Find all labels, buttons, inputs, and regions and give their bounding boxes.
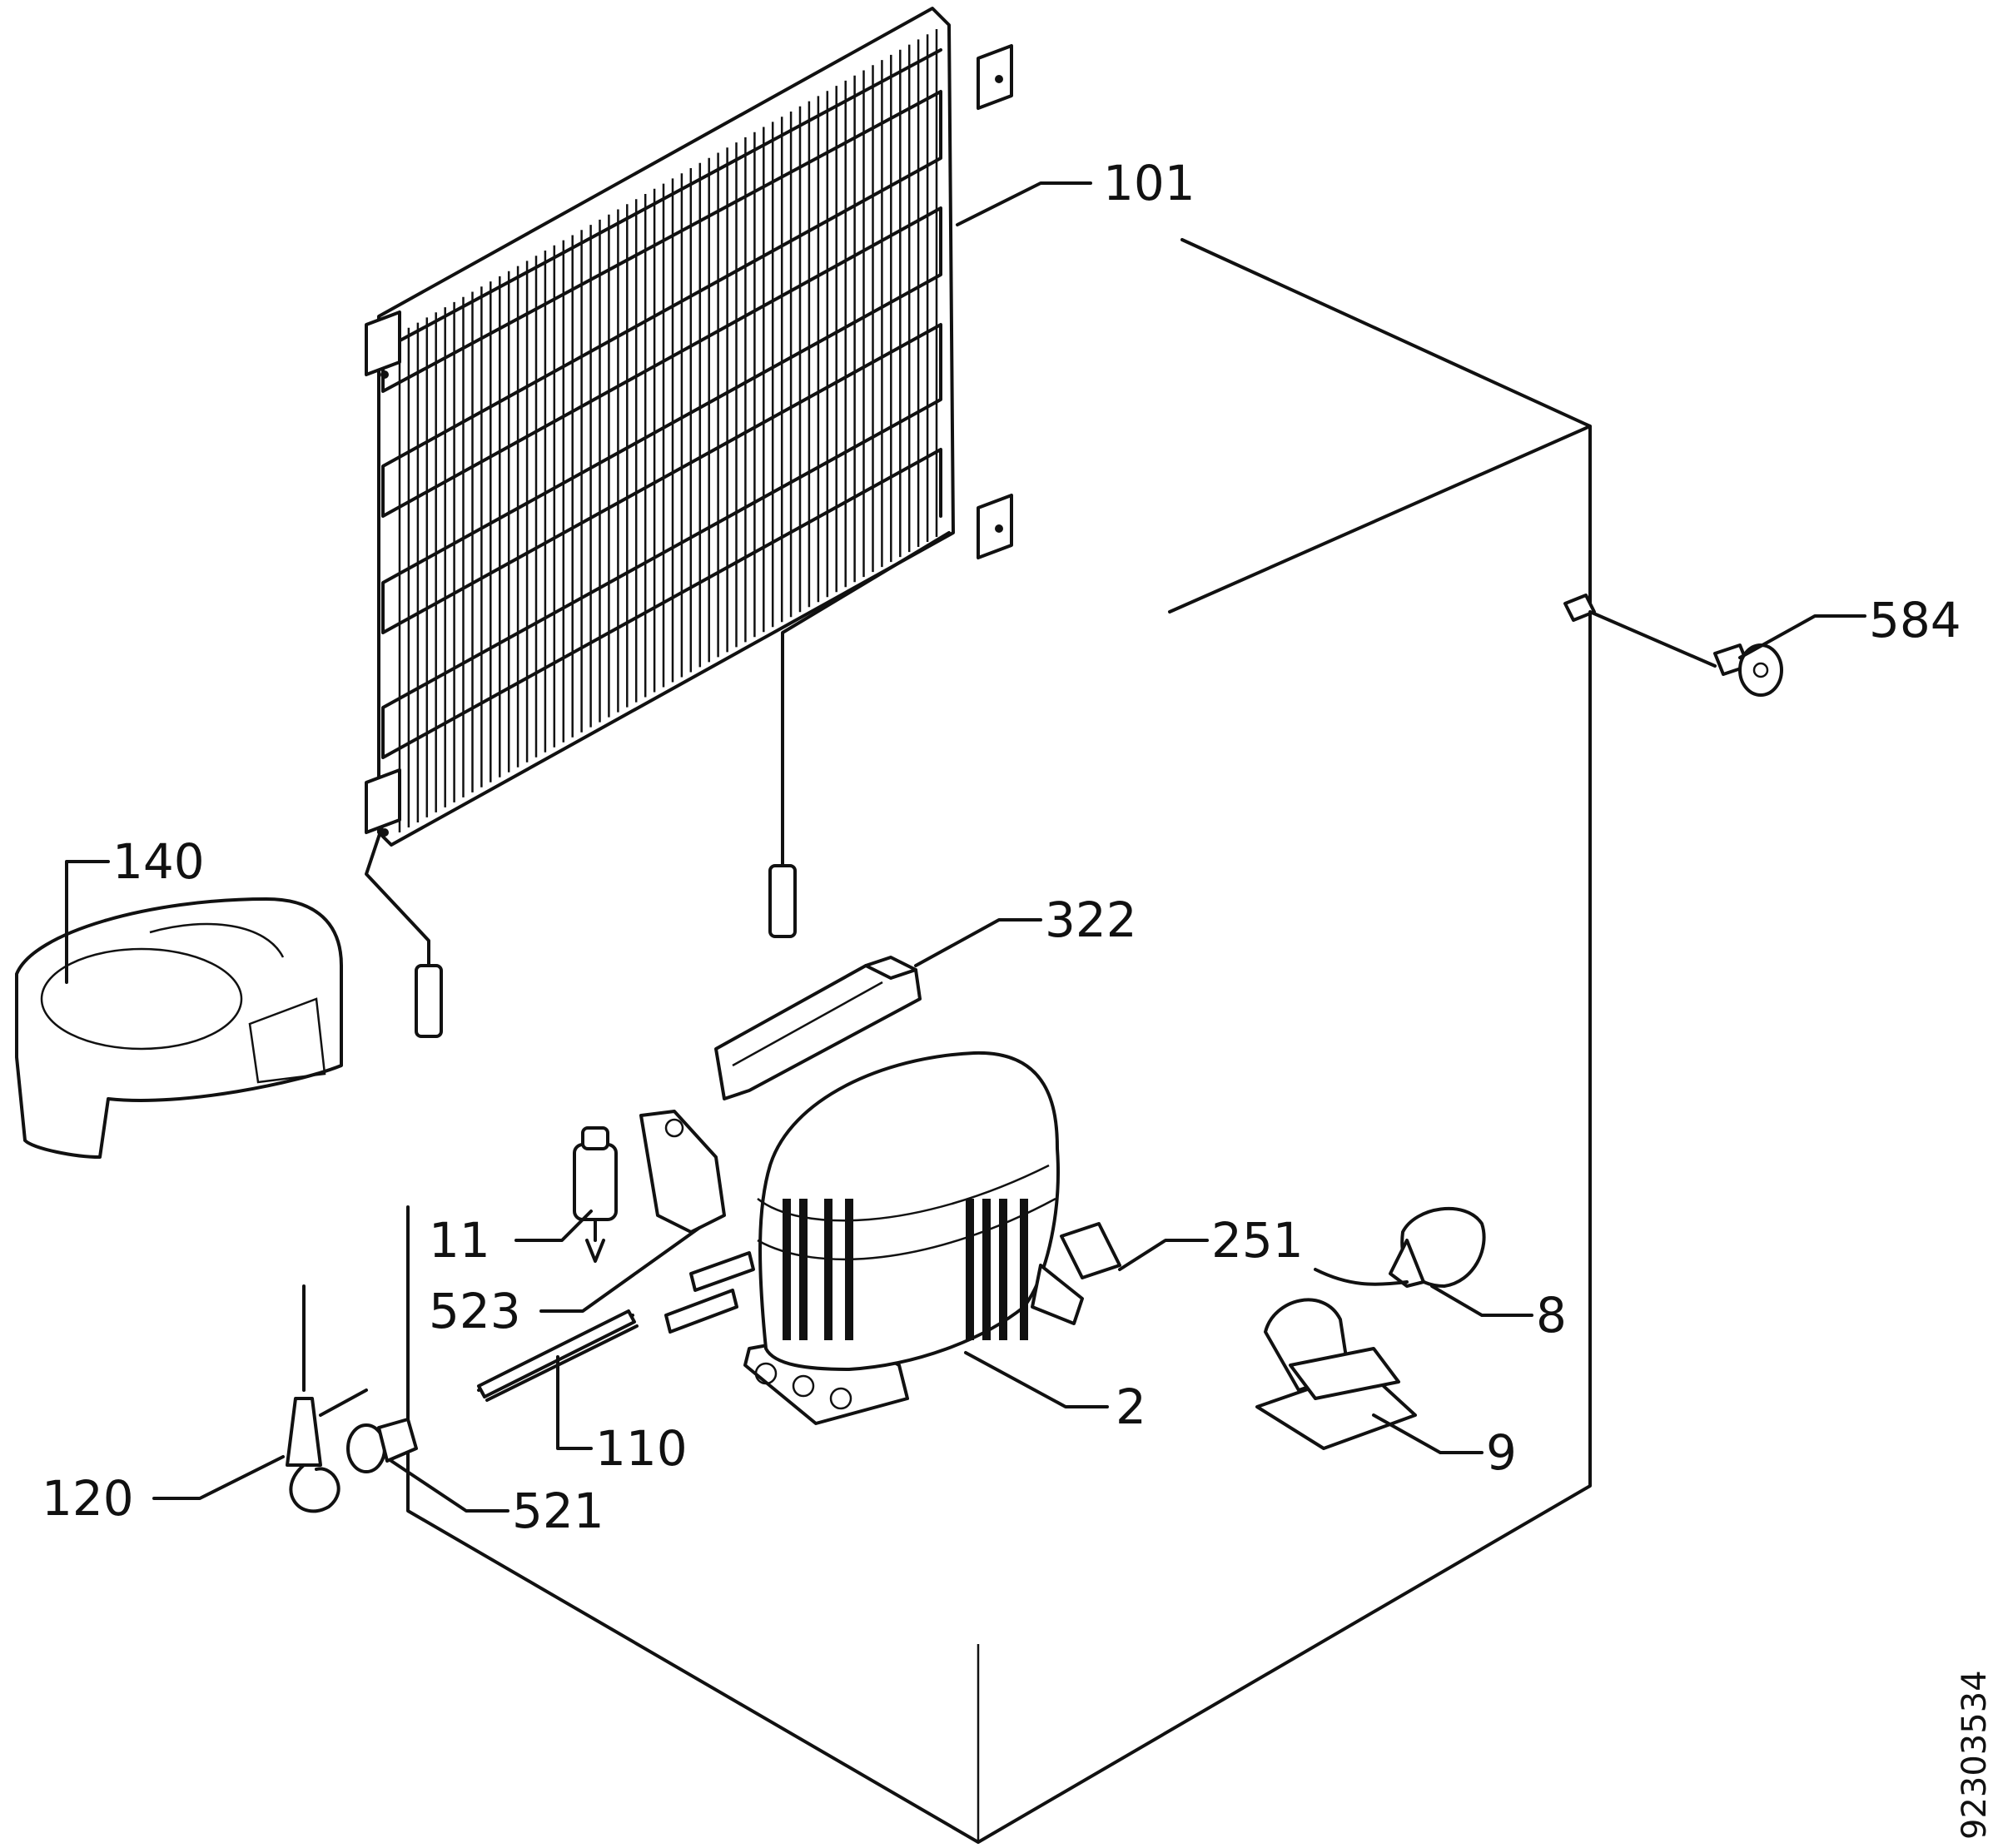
callout-101: 101 — [1103, 155, 1195, 211]
callout-labels: 101 584 140 322 11 251 523 8 2 110 9 120… — [42, 155, 1961, 1539]
grommet — [346, 1418, 418, 1473]
mounting-rail — [714, 956, 922, 1100]
callout-251: 251 — [1211, 1212, 1304, 1269]
overload-protector — [1255, 1298, 1417, 1450]
condenser-coil — [365, 7, 1013, 1038]
compressor-stripe — [1020, 1199, 1028, 1340]
callout-11: 11 — [429, 1212, 490, 1269]
document-number: 92303534 — [1956, 1670, 1994, 1840]
callout-521: 521 — [512, 1483, 604, 1539]
filter-drier — [286, 1284, 368, 1513]
terminal-plug — [1060, 1222, 1121, 1279]
compressor — [743, 1051, 1084, 1425]
compressor-stripe — [982, 1199, 991, 1340]
compressor-stripe — [824, 1199, 832, 1340]
callout-8: 8 — [1536, 1287, 1567, 1344]
callout-110: 110 — [595, 1420, 688, 1477]
callout-523: 523 — [429, 1283, 521, 1339]
compressor-stripe — [845, 1199, 853, 1340]
thermostat — [1314, 1206, 1486, 1288]
compressor-stripe — [966, 1199, 974, 1340]
callout-9: 9 — [1486, 1424, 1517, 1481]
callout-120: 120 — [42, 1470, 134, 1527]
drip-tray — [15, 897, 343, 1159]
compressor-stripe — [783, 1199, 791, 1340]
capacitor — [573, 1126, 618, 1263]
cabinet-outline — [406, 238, 1592, 1844]
callout-2: 2 — [1116, 1379, 1146, 1435]
start-relay — [639, 1110, 726, 1234]
tube — [477, 1309, 636, 1398]
leader-lines — [65, 181, 1866, 1513]
callout-322: 322 — [1045, 892, 1137, 948]
heater-sensor — [1563, 594, 1783, 697]
callout-140: 140 — [112, 833, 205, 890]
compressor-stripe — [799, 1199, 808, 1340]
callout-584: 584 — [1869, 592, 1961, 648]
compressor-stripe — [999, 1199, 1007, 1340]
